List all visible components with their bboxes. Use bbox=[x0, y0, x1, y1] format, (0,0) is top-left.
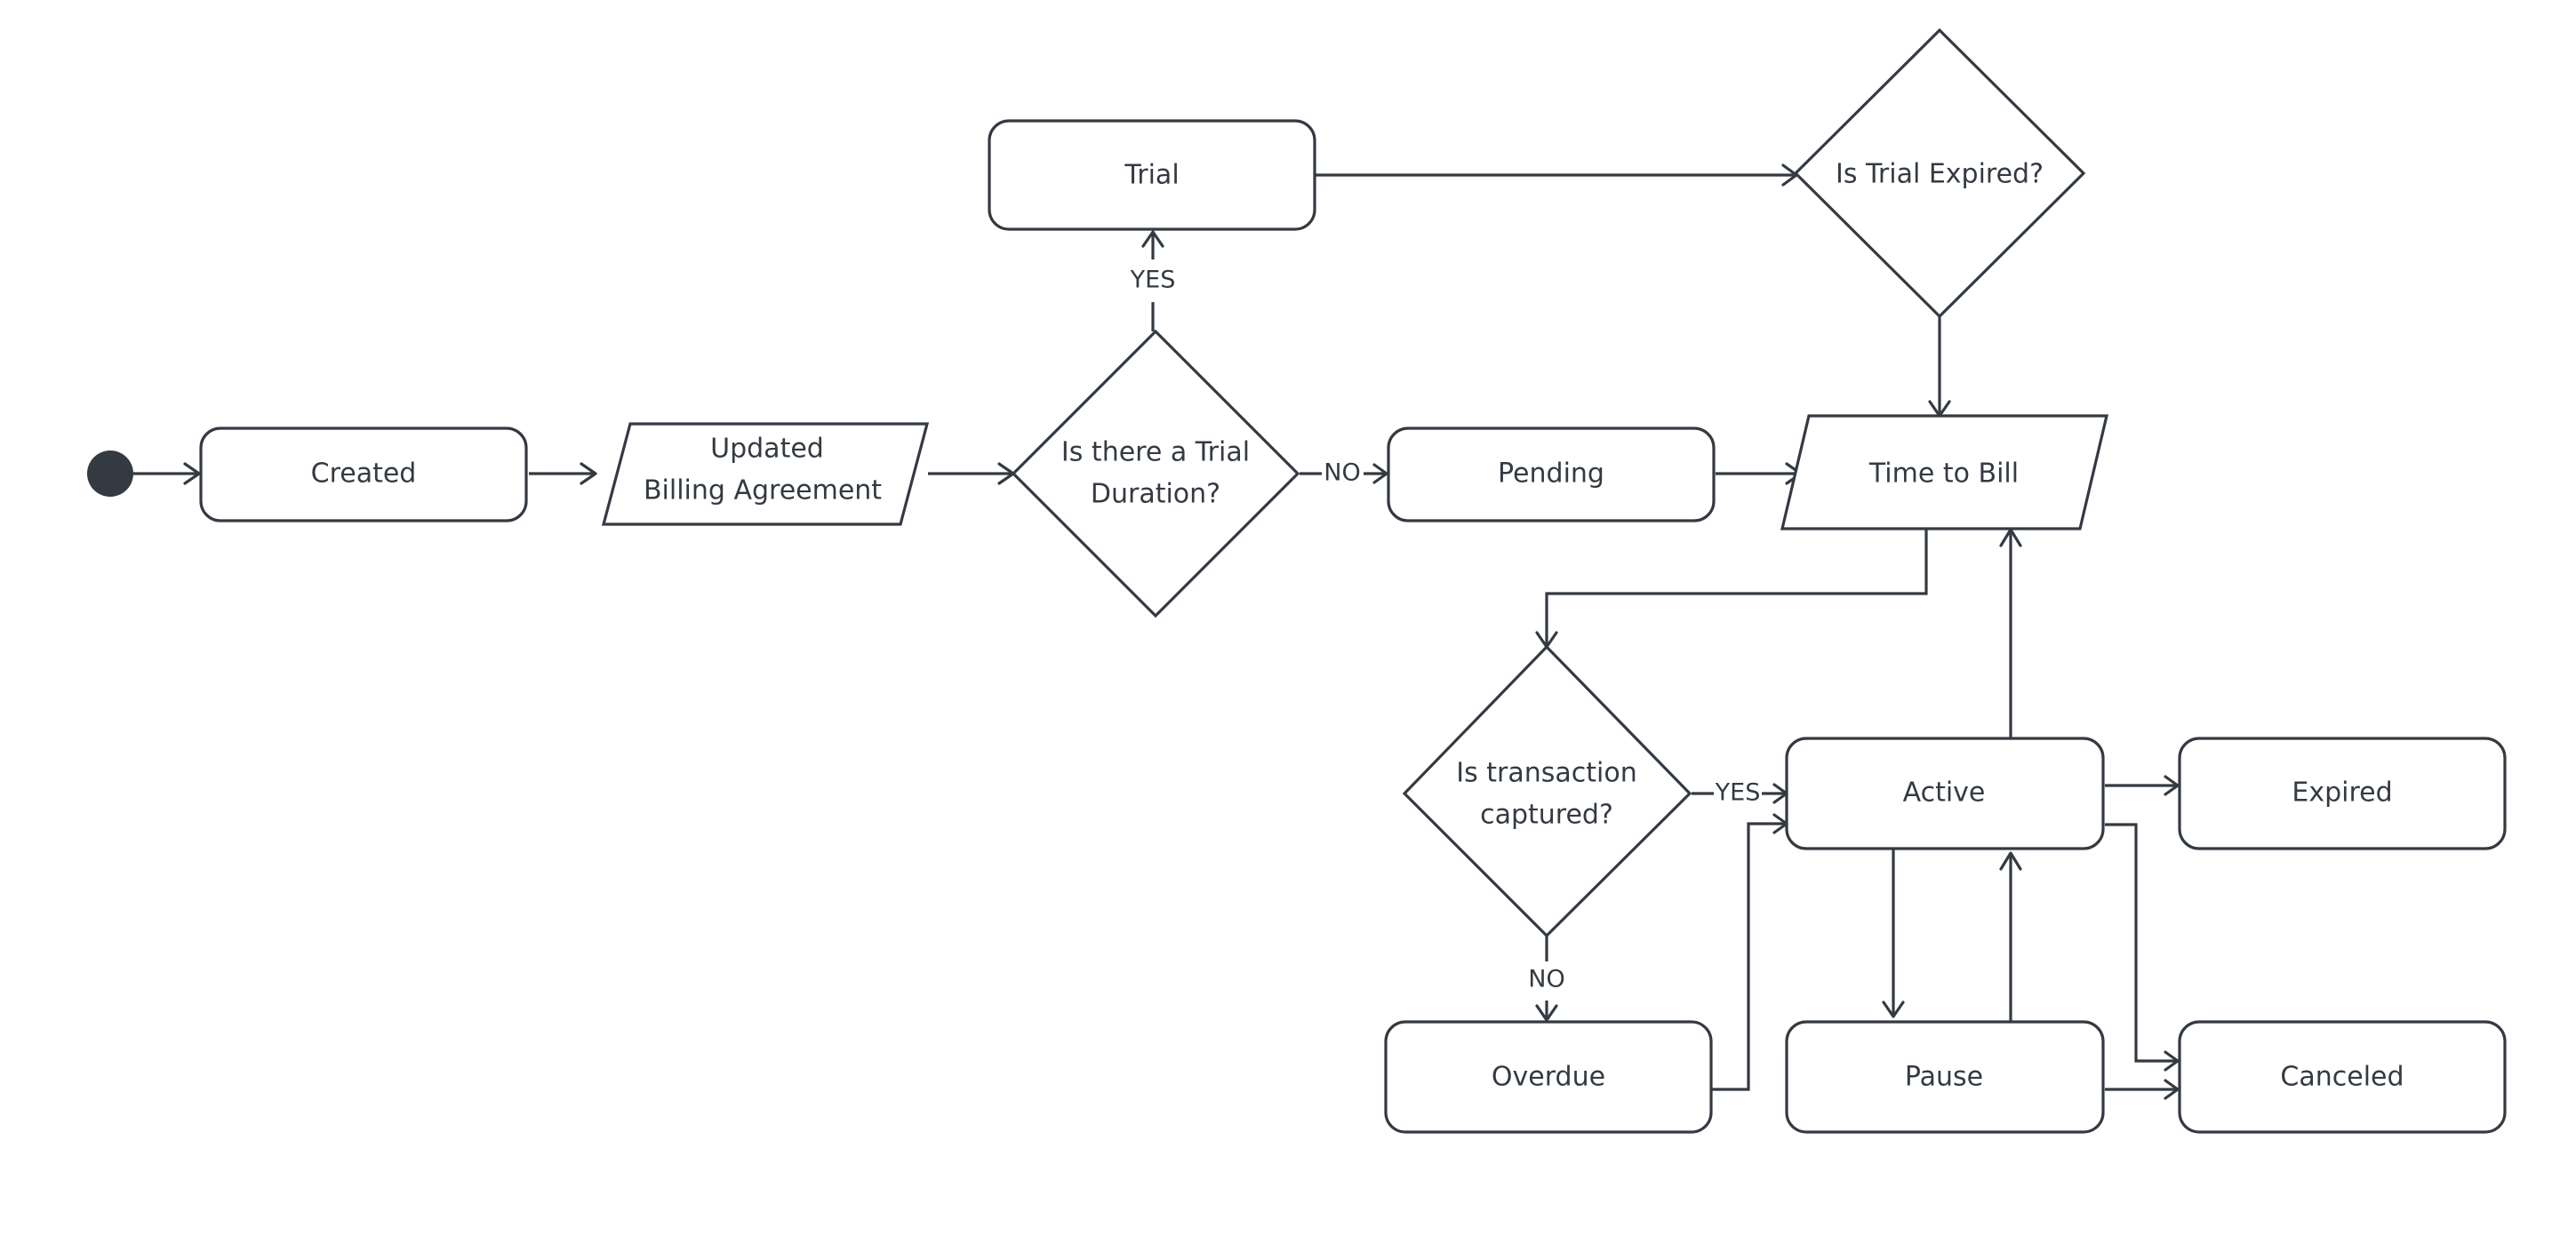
created-box[interactable] bbox=[199, 427, 528, 522]
node-overdue[interactable]: Overdue bbox=[1384, 1020, 1713, 1134]
node-transaction-captured-question[interactable]: Is transaction captured? bbox=[1402, 644, 1692, 938]
pause-box[interactable] bbox=[1785, 1020, 2105, 1134]
updated-billing-agreement-label-line2: Billing Agreement bbox=[644, 475, 882, 506]
node-pause[interactable]: Pause bbox=[1785, 1020, 2105, 1134]
node-updated-billing-agreement[interactable]: Updated Billing Agreement bbox=[601, 422, 930, 526]
pending-box[interactable] bbox=[1387, 427, 1716, 522]
edge-overdue-to-active bbox=[1710, 813, 1788, 1091]
edge-pending-to-time-to-bill bbox=[1716, 462, 1803, 485]
edge-time-to-bill-to-transaction-captured-question bbox=[1535, 528, 1928, 649]
edge-active-to-expired bbox=[2105, 775, 2180, 796]
transaction-captured-question-diamond[interactable] bbox=[1402, 644, 1692, 938]
trial-duration-question-diamond[interactable] bbox=[1011, 329, 1300, 618]
trial-duration-question-label-line2: Duration? bbox=[1091, 479, 1220, 510]
edge-updated-billing-agreement-to-trial-duration-question bbox=[928, 462, 1015, 485]
edge-active-to-time-to-bill bbox=[1999, 528, 2022, 738]
edge-trial-expired-to-time-to-bill bbox=[1928, 317, 1951, 418]
pending-label: Pending bbox=[1498, 459, 1604, 490]
overdue-box[interactable] bbox=[1384, 1020, 1713, 1134]
edge-trial-duration-yes-to-trial bbox=[1141, 230, 1164, 331]
trial-expired-question-diamond[interactable] bbox=[1793, 28, 2086, 319]
edge-label-trial-yes: YES bbox=[1130, 267, 1176, 294]
edge-label-layer: YES NO YES NO bbox=[1130, 267, 1761, 993]
updated-billing-agreement-label-line1: Updated bbox=[710, 434, 824, 465]
trial-box[interactable] bbox=[988, 119, 1316, 231]
canceled-label: Canceled bbox=[2280, 1062, 2404, 1093]
overdue-label: Overdue bbox=[1492, 1062, 1605, 1093]
edge-label-transaction-yes: YES bbox=[1715, 779, 1761, 807]
active-label: Active bbox=[1903, 778, 1986, 809]
edge-pause-to-active bbox=[1999, 851, 2022, 1022]
time-to-bill-parallelogram[interactable] bbox=[1780, 414, 2109, 530]
edge-label-trial-no: NO bbox=[1324, 459, 1360, 487]
expired-box[interactable] bbox=[2178, 737, 2507, 850]
edge-pause-to-canceled bbox=[2105, 1079, 2180, 1100]
edge-label-transaction-no: NO bbox=[1528, 966, 1564, 993]
node-trial[interactable]: Trial bbox=[988, 119, 1316, 231]
node-start[interactable] bbox=[87, 451, 133, 497]
edge-created-to-updated-billing-agreement bbox=[529, 462, 597, 485]
node-active[interactable]: Active bbox=[1785, 737, 2105, 850]
node-layer: Created Updated Billing Agreement Is the… bbox=[87, 28, 2507, 1134]
node-time-to-bill[interactable]: Time to Bill bbox=[1780, 414, 2109, 530]
edge-active-to-pause bbox=[1882, 849, 1905, 1018]
pause-label: Pause bbox=[1905, 1062, 1983, 1093]
canceled-box[interactable] bbox=[2178, 1020, 2507, 1134]
node-created[interactable]: Created bbox=[199, 427, 528, 522]
edge-layer: trial (upward) --> pending (rightward) -… bbox=[132, 163, 2180, 1100]
edge-trial-to-trial-expired-question bbox=[1315, 163, 1798, 187]
transaction-captured-question-label-line2: captured? bbox=[1480, 800, 1613, 831]
time-to-bill-label: Time to Bill bbox=[1868, 459, 2019, 490]
transaction-captured-question-label-line1: Is transaction bbox=[1456, 758, 1636, 789]
edge-transaction-captured-no-to-overdue bbox=[1535, 936, 1558, 1022]
updated-billing-agreement-parallelogram[interactable] bbox=[601, 422, 930, 526]
active-box[interactable] bbox=[1785, 737, 2105, 850]
edge-start-to-created bbox=[132, 462, 201, 485]
node-trial-duration-question[interactable]: Is there a Trial Duration? bbox=[1011, 329, 1300, 618]
created-label: Created bbox=[311, 459, 417, 490]
node-pending[interactable]: Pending bbox=[1387, 427, 1716, 522]
trial-label: Trial bbox=[1124, 160, 1179, 191]
edge-trial-duration-no-to-pending bbox=[1300, 463, 1388, 484]
node-trial-expired-question[interactable]: Is Trial Expired? bbox=[1793, 28, 2086, 319]
trial-duration-question-label-line1: Is there a Trial bbox=[1061, 437, 1250, 468]
node-canceled[interactable]: Canceled bbox=[2178, 1020, 2507, 1134]
node-expired[interactable]: Expired bbox=[2178, 737, 2507, 850]
trial-expired-question-label: Is Trial Expired? bbox=[1836, 159, 2044, 190]
expired-label: Expired bbox=[2292, 778, 2392, 809]
start-node-circle[interactable] bbox=[87, 451, 133, 497]
edge-active-to-canceled bbox=[2105, 823, 2180, 1072]
